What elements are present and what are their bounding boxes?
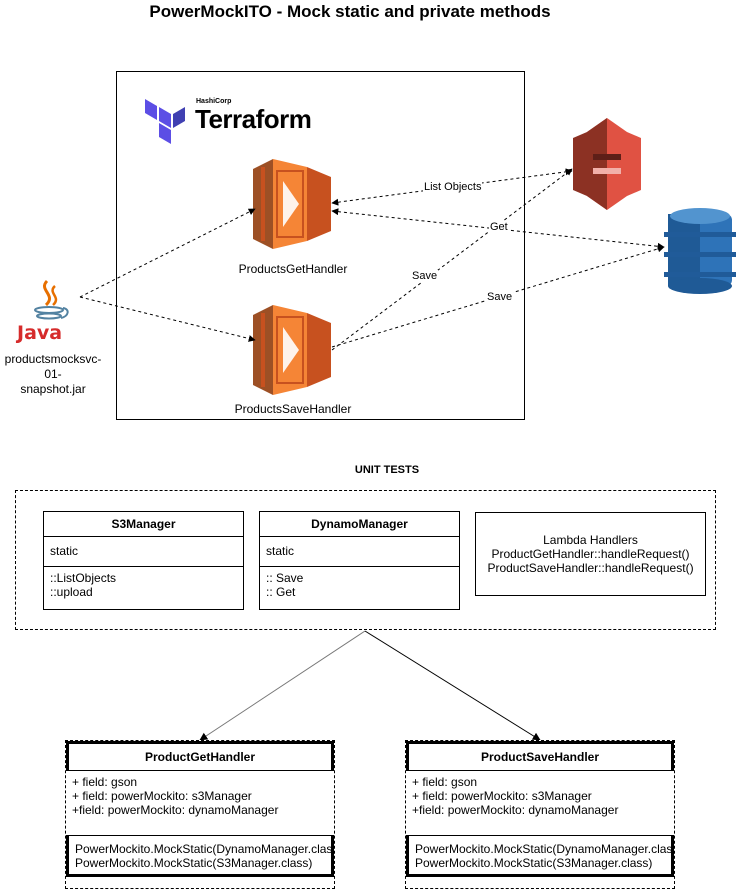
diagram-title: PowerMockITO - Mock static and private m… bbox=[149, 2, 551, 21]
class-field: +field: powerMockito: dynamoManager bbox=[412, 803, 619, 817]
edge-label-get: Get bbox=[489, 221, 509, 233]
edge-label-list-objects: List Objects bbox=[423, 181, 483, 193]
class-method: ::upload bbox=[50, 585, 93, 599]
class-fields: + field: gson + field: powerMockito: s3M… bbox=[406, 771, 674, 835]
amazon-dynamodb-icon bbox=[664, 208, 736, 294]
edge-save-dynamo bbox=[331, 245, 665, 348]
edge-jar-to-save-handler bbox=[79, 296, 256, 342]
edge-get-dynamo bbox=[331, 208, 665, 250]
class-methods: :: Save :: Get bbox=[260, 566, 459, 603]
jar-label: productsmocksvc-01- snapshot.jar bbox=[0, 352, 106, 397]
class-method: :: Save bbox=[266, 571, 304, 585]
class-attribute: static bbox=[50, 544, 79, 558]
class-field: +field: powerMockito: dynamoManager bbox=[72, 803, 279, 817]
edge-label-save-dynamo: Save bbox=[486, 291, 514, 303]
lambda-handler-line: ProductGetHandler::handleRequest() bbox=[491, 547, 690, 561]
class-attributes: static bbox=[44, 537, 243, 566]
class-attribute: static bbox=[266, 544, 295, 558]
jar-label-line2: snapshot.jar bbox=[20, 382, 86, 396]
class-field: + field: gson bbox=[412, 775, 478, 789]
aws-lambda-icon bbox=[253, 159, 331, 249]
terraform-vendor: HashiCorp bbox=[196, 98, 232, 105]
class-method: PowerMockito.MockStatic(DynamoManager.cl… bbox=[415, 842, 674, 856]
aws-lambda-icon bbox=[253, 305, 331, 395]
class-name: DynamoManager bbox=[260, 512, 459, 537]
terraform-name: Terraform bbox=[195, 104, 312, 134]
class-attributes: static bbox=[260, 537, 459, 566]
lambda-handlers-box: Lambda Handlers ProductGetHandler::handl… bbox=[475, 512, 706, 596]
class-field: + field: powerMockito: s3Manager bbox=[412, 789, 592, 803]
dynamomanager-class: DynamoManager static :: Save :: Get bbox=[259, 511, 460, 610]
products-save-handler-label: ProductsSaveHandler bbox=[234, 402, 352, 416]
class-method: PowerMockito.MockStatic(S3Manager.class) bbox=[75, 856, 313, 870]
product-get-handler-class: ProductGetHandler + field: gson + field:… bbox=[65, 740, 335, 889]
amazon-s3-icon bbox=[573, 118, 641, 210]
edge-unittests-to-saveHandler bbox=[364, 630, 541, 741]
edge-jar-to-get-handler bbox=[79, 208, 256, 298]
java-logo-icon bbox=[34, 279, 69, 320]
edge-save-s3 bbox=[331, 168, 573, 351]
lambda-handlers-title: Lambda Handlers bbox=[543, 533, 638, 547]
class-method: PowerMockito.MockStatic(S3Manager.class) bbox=[415, 856, 653, 870]
unit-tests-title: UNIT TESTS bbox=[354, 464, 420, 476]
lambda-handler-line: ProductSaveHandler::handleRequest() bbox=[487, 561, 694, 575]
class-fields: + field: gson + field: powerMockito: s3M… bbox=[66, 771, 334, 835]
products-get-handler-label: ProductsGetHandler bbox=[238, 262, 348, 276]
class-method: PowerMockito.MockStatic(DynamoManager.cl… bbox=[75, 842, 334, 856]
class-methods: PowerMockito.MockStatic(DynamoManager.cl… bbox=[406, 835, 674, 877]
class-methods: ::ListObjects ::upload bbox=[44, 566, 243, 603]
unit-tests-frame bbox=[15, 490, 716, 630]
connectors bbox=[79, 168, 665, 351]
java-logo-text: Java bbox=[17, 322, 63, 344]
class-name: ProductSaveHandler bbox=[406, 741, 674, 771]
class-method: ::ListObjects bbox=[50, 571, 117, 585]
terraform-logo-icon bbox=[145, 99, 185, 144]
jar-label-line1: productsmocksvc-01- bbox=[4, 352, 102, 381]
class-name: ProductGetHandler bbox=[66, 741, 334, 771]
class-field: + field: powerMockito: s3Manager bbox=[72, 789, 252, 803]
class-name: S3Manager bbox=[44, 512, 243, 537]
product-save-handler-class: ProductSaveHandler + field: gson + field… bbox=[405, 740, 675, 889]
class-field: + field: gson bbox=[72, 775, 138, 789]
edge-label-save-s3: Save bbox=[411, 270, 439, 282]
class-method: :: Get bbox=[266, 585, 296, 599]
class-methods: PowerMockito.MockStatic(DynamoManager.cl… bbox=[66, 835, 334, 877]
edge-unittests-to-getHandler bbox=[199, 630, 366, 741]
s3manager-class: S3Manager static ::ListObjects ::upload bbox=[43, 511, 244, 610]
